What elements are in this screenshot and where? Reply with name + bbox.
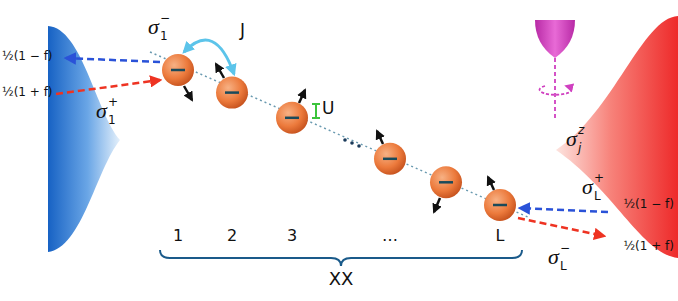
- operator-superscript: z: [578, 124, 584, 136]
- site-dash: [171, 70, 507, 205]
- gain-arrow: [520, 208, 608, 212]
- model-label: XX: [329, 270, 354, 288]
- gain-arrow: [56, 80, 160, 94]
- operator-subscript: L: [594, 190, 601, 202]
- bath-rate: ½(1 − f): [2, 50, 53, 62]
- operator-superscript: +: [108, 96, 118, 108]
- operator-symbol: σ: [548, 246, 559, 268]
- operator-superscript: +: [594, 172, 604, 184]
- interaction-bar: [312, 104, 320, 118]
- bath-rate: ½(1 + f): [623, 240, 674, 252]
- loss-arrow: [518, 218, 604, 236]
- ellipsis-dots: [343, 138, 361, 148]
- interaction-label: U: [322, 100, 334, 117]
- rotation-arrow: [539, 86, 571, 95]
- operator-subscript: j: [578, 142, 581, 154]
- operator-subscript: 1: [160, 30, 168, 42]
- operator-symbol: σ: [582, 176, 593, 198]
- spin-arrows: [184, 64, 494, 212]
- operator-subscript: 1: [108, 114, 116, 126]
- operator-subscript: L: [560, 260, 567, 272]
- site-number: L: [496, 228, 505, 244]
- coupling-label: J: [240, 22, 245, 39]
- operator-symbol: σ: [96, 100, 107, 122]
- chain-line: [150, 52, 530, 218]
- operator-superscript: −: [560, 242, 570, 254]
- right-bath: [556, 16, 678, 258]
- bath-rate: ½(1 − f): [623, 198, 674, 210]
- chain-brace: [160, 250, 522, 266]
- operator-superscript: −: [160, 12, 170, 24]
- operator-symbol: σ: [566, 128, 577, 150]
- operator-symbol: σ: [148, 16, 159, 38]
- bath-rate: ½(1 + f): [2, 86, 53, 98]
- measurement-probe: [535, 20, 575, 58]
- loss-arrow: [66, 58, 160, 62]
- site-number: …: [382, 228, 398, 244]
- site-number: 3: [287, 228, 297, 244]
- spin-sites: [162, 54, 516, 221]
- site-number: 2: [227, 228, 237, 244]
- probe-axis: [554, 58, 556, 120]
- site-number: 1: [173, 228, 183, 244]
